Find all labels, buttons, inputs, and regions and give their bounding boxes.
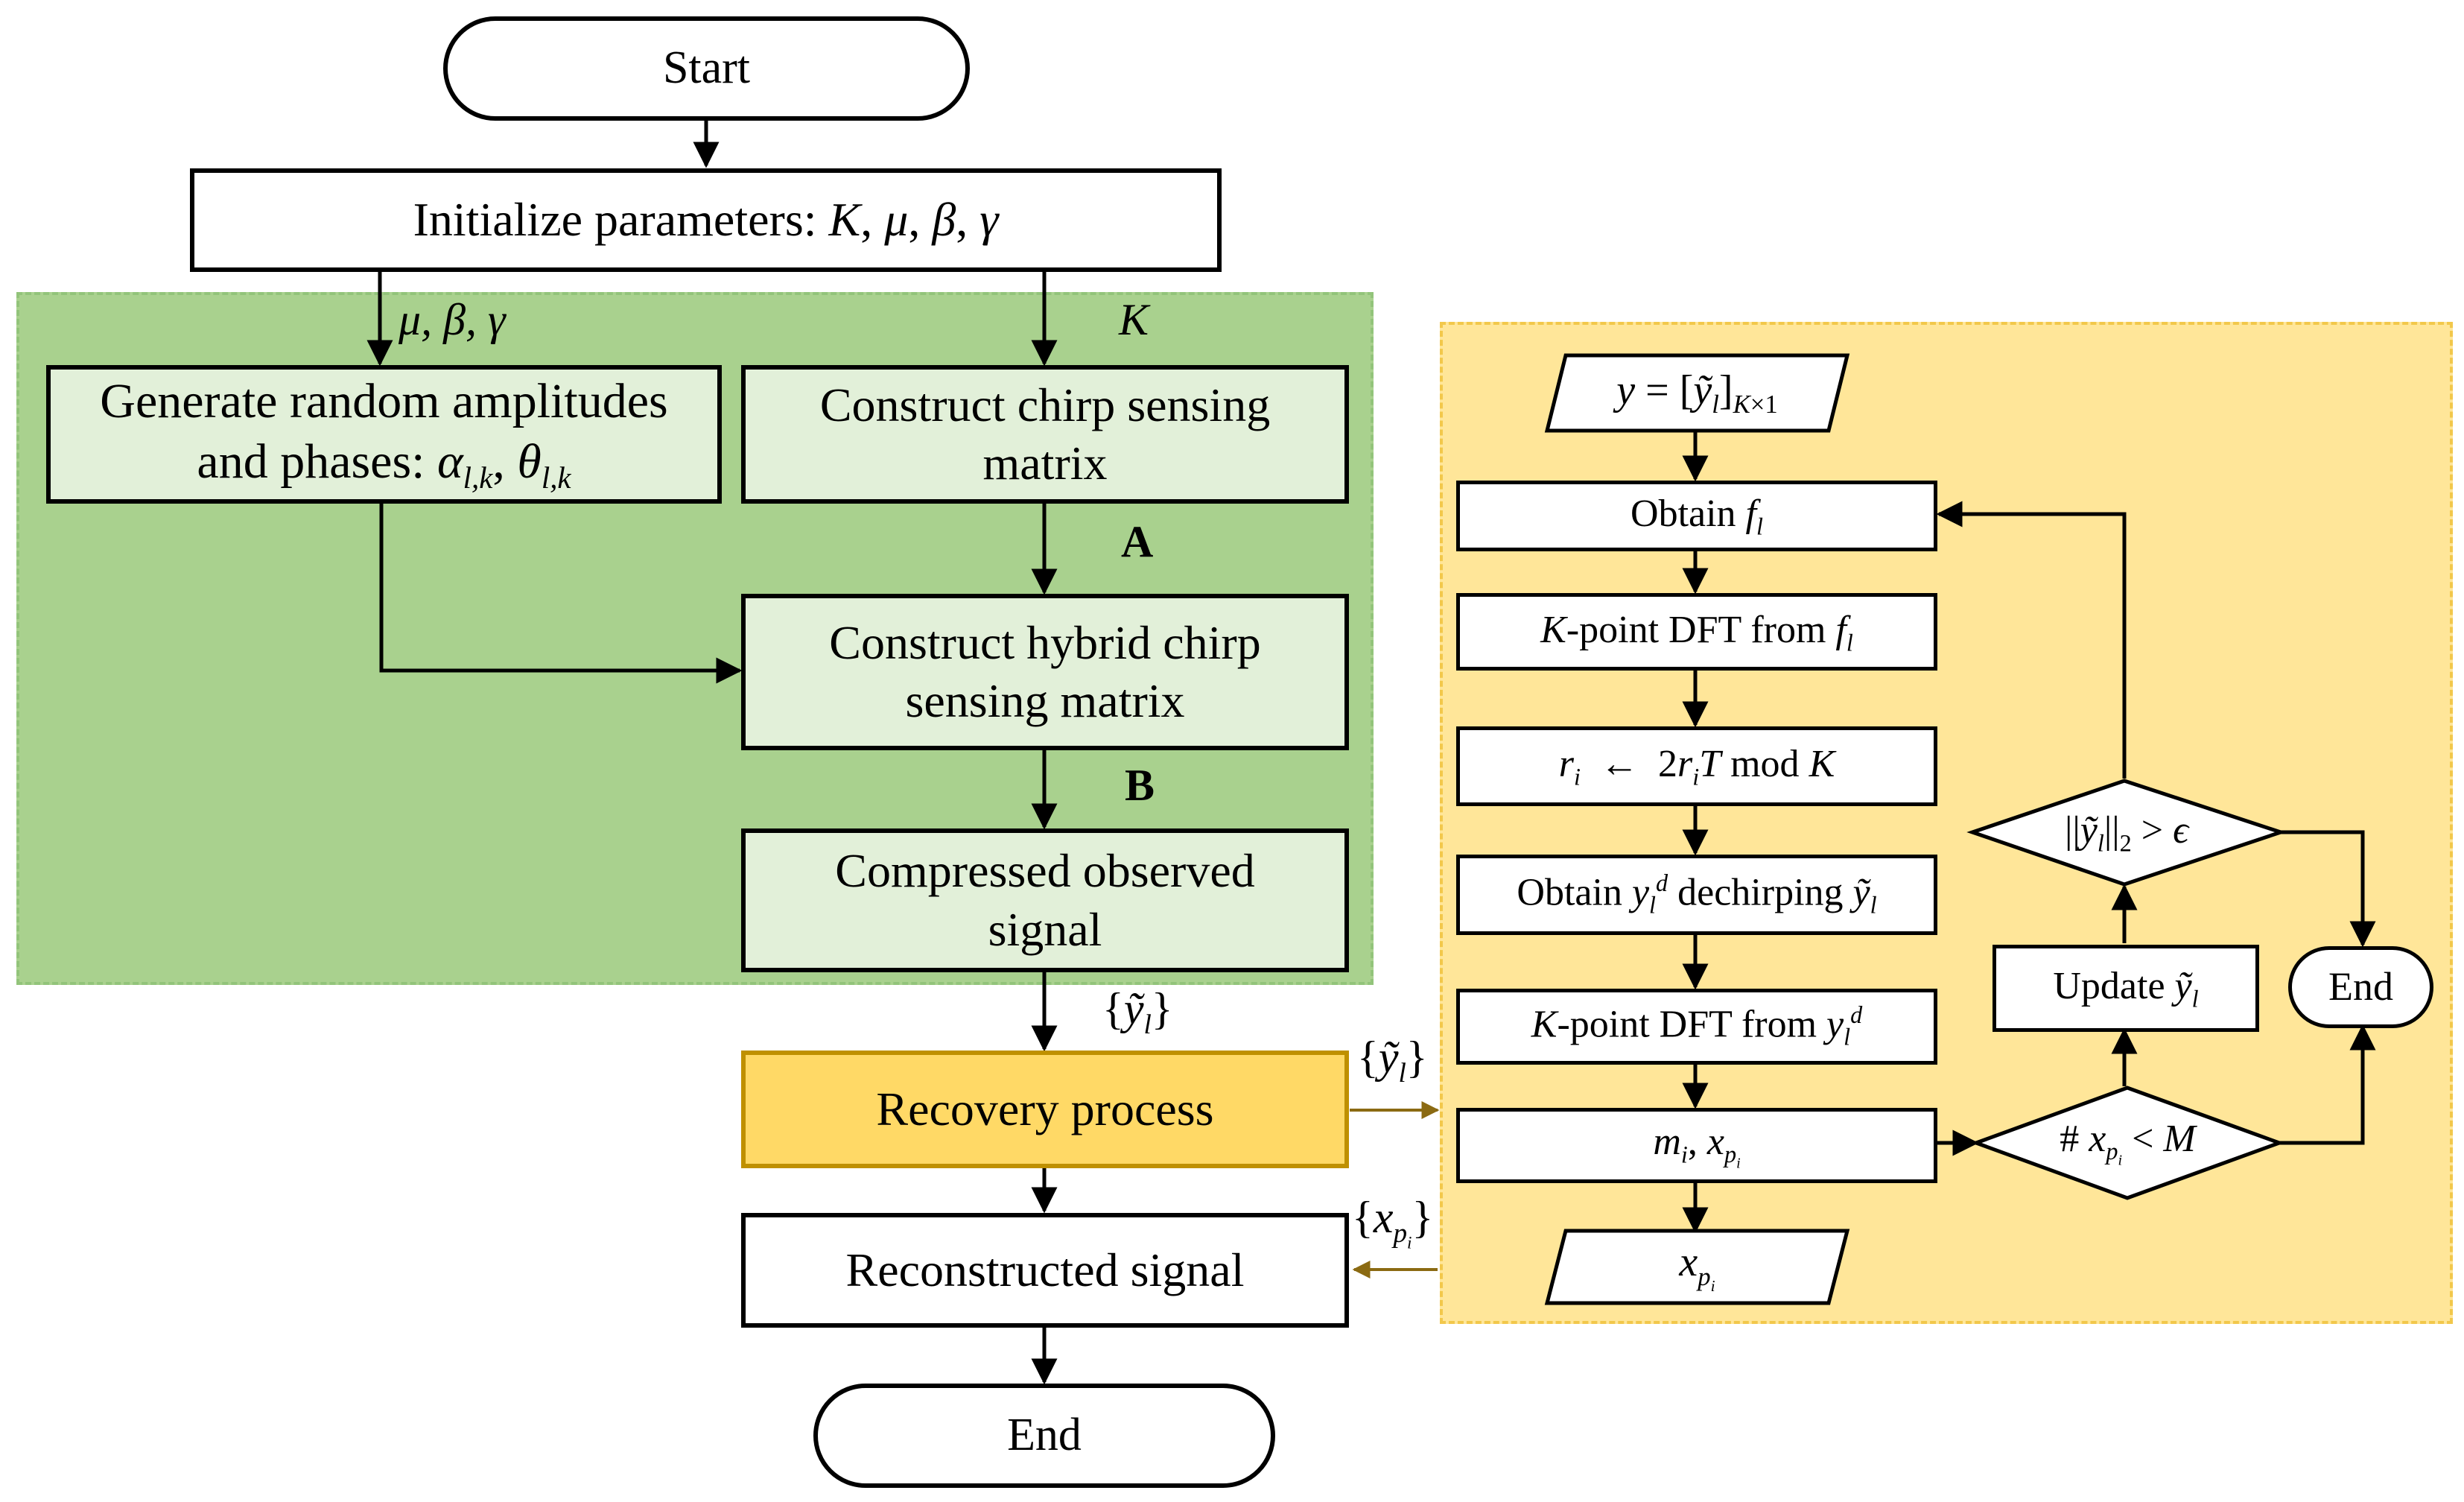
gen-line1: Generate random amplitudes [100,374,668,429]
dechirp-box: Obtain yld dechirping ỹl [1456,855,1937,935]
hybrid-line2: sensing matrix [905,674,1185,727]
label-y-tilde-set-1: {ỹl} [1102,984,1173,1040]
end-label: End [1007,1410,1082,1461]
label-K: K [1119,295,1149,344]
construct-hybrid-box: Construct hybrid chirp sensing matrix [741,594,1349,750]
recovery-end-label: End [2328,964,2393,1010]
diamond-norm [1966,779,2287,887]
recovery-label: Recovery process [876,1082,1214,1135]
reconstructed-label: Reconstructed signal [845,1243,1245,1296]
recovery-end-terminal: End [2288,946,2433,1028]
label-x-p-set: {xpi} [1352,1193,1434,1252]
label-A: A [1121,517,1154,566]
dft-f-label: K-point DFT from fl [1540,608,1853,656]
construct-chirp-box: Construct chirp sensing matrix [741,365,1349,504]
cond-count-text: # xpi < M [2060,1117,2196,1169]
output-parallelogram-text: xpi [1679,1239,1715,1295]
init-label: Initialize parameters: K, μ, β, γ [413,193,999,247]
m-x-box: mi, xpi [1456,1108,1937,1183]
dechirp-label: Obtain yld dechirping ỹl [1517,869,1877,919]
update-y-label: Update ỹl [2053,965,2199,1013]
input-parallelogram-text: y = [ỹl]K×1 [1616,367,1778,419]
arrow-gen-hybrid [379,501,743,684]
dft-y-box: K-point DFT from yld [1456,989,1937,1065]
dft-y-label: K-point DFT from yld [1531,1001,1863,1051]
reconstructed-signal-box: Reconstructed signal [741,1213,1349,1328]
arrow-cond-end [2279,1024,2376,1145]
cond-norm-text: ||ỹl||2 > ϵ [2064,808,2189,857]
update-y-box: Update ỹl [1993,945,2259,1032]
chirp-line2: matrix [982,437,1108,489]
recovery-process-box: Recovery process [741,1051,1349,1168]
para-output [1544,1229,1850,1305]
hybrid-line1: Construct hybrid chirp [829,615,1261,669]
update-r-label: ri ← 2riT mod K [1558,743,1835,790]
arrow-norm-obtainf [1936,501,2127,779]
start-label: Start [662,42,751,94]
gen-line2: and phases: αl,k, θl,k [197,434,571,495]
diamond-count [1970,1086,2285,1200]
label-y-tilde-set-2: {ỹl} [1357,1033,1428,1089]
arrow-norm-end [2281,830,2376,948]
compressed-line2: signal [988,902,1102,956]
obtain-f-label: Obtain fl [1631,492,1763,540]
label-B: B [1125,761,1155,810]
m-x-label: mi, xpi [1653,1120,1741,1172]
generate-random-box: Generate random amplitudes and phases: α… [46,365,722,504]
dft-f-box: K-point DFT from fl [1456,593,1937,671]
compressed-signal-box: Compressed observed signal [741,828,1349,972]
end-terminal: End [813,1384,1275,1488]
chirp-line1: Construct chirp sensing [819,378,1271,431]
update-r-box: ri ← 2riT mod K [1456,726,1937,806]
start-terminal: Start [443,16,970,121]
compressed-line1: Compressed observed [835,844,1255,898]
label-mu-beta-gamma: μ, β, γ [399,295,506,344]
para-input [1544,353,1850,433]
init-box: Initialize parameters: K, μ, β, γ [190,168,1222,272]
obtain-f-box: Obtain fl [1456,481,1937,551]
